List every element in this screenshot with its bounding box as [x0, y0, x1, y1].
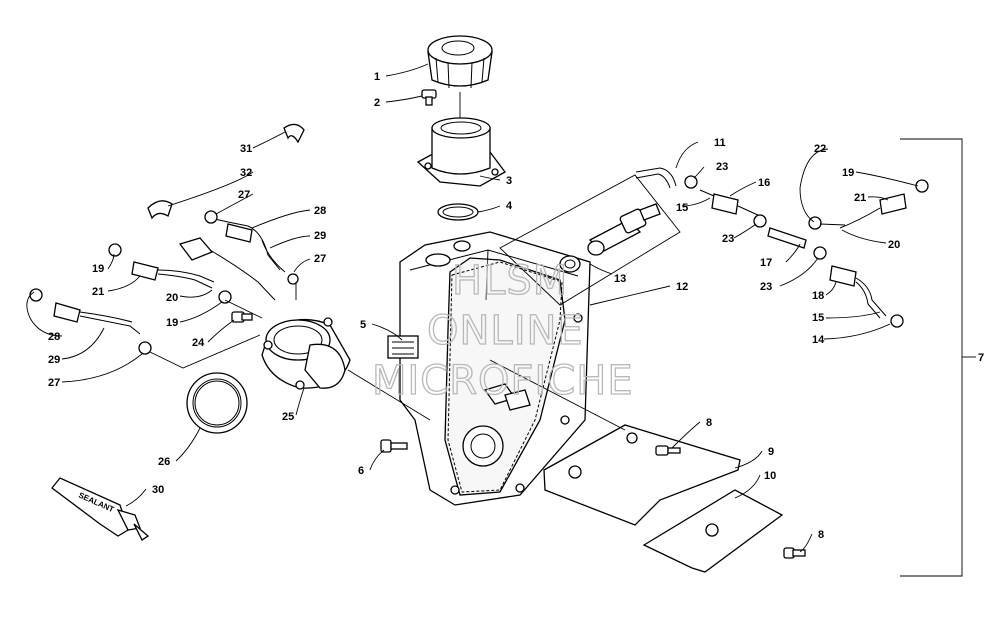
plate-10	[642, 489, 784, 573]
callout-30: 30	[152, 484, 164, 496]
callout-19-left: 19	[92, 263, 104, 275]
callout-11: 11	[714, 137, 726, 149]
callout-31: 31	[240, 143, 252, 155]
watermark-line-2: ONLINE	[427, 308, 584, 354]
callout-27-mid: 27	[314, 253, 326, 265]
callout-17: 17	[760, 257, 772, 269]
callout-18: 18	[812, 290, 824, 302]
callout-29-low: 29	[48, 354, 60, 366]
callout-19-mid: 19	[166, 317, 178, 329]
watermark-line-3: MICROFICHE	[372, 358, 634, 404]
callout-20-right: 20	[888, 239, 900, 251]
gasket-ring	[186, 372, 248, 434]
callout-23-top: 23	[716, 161, 728, 173]
callout-16: 16	[758, 177, 770, 189]
callout-13: 13	[614, 273, 626, 285]
screw-2	[421, 89, 437, 106]
callout-15-upper: 15	[676, 202, 688, 214]
callout-26: 26	[158, 456, 170, 468]
o-ring	[437, 203, 479, 221]
callout-8-upper: 8	[706, 417, 712, 429]
callout-10: 10	[764, 470, 776, 482]
screw-6	[380, 439, 408, 453]
callout-20-left: 20	[166, 292, 178, 304]
plate-9	[543, 424, 741, 526]
leader-lines	[26, 63, 919, 553]
callout-4: 4	[506, 200, 513, 212]
callout-28-top: 28	[314, 205, 326, 217]
callout-21-left: 21	[92, 286, 104, 298]
callout-6: 6	[358, 465, 364, 477]
callout-7: 7	[978, 352, 984, 364]
left-hose-assemblies	[29, 123, 305, 369]
callout-24: 24	[192, 337, 205, 349]
callout-1: 1	[374, 71, 380, 83]
oil-pump	[261, 317, 351, 390]
callout-32: 32	[240, 167, 252, 179]
right-hose-assemblies	[635, 167, 929, 328]
callout-8-lower: 8	[818, 529, 824, 541]
watermark: HLSM ONLINE MICROFICHE	[371, 257, 634, 404]
callout-21-right: 21	[854, 192, 866, 204]
callout-19-right: 19	[842, 167, 854, 179]
callout-29-top: 29	[314, 230, 326, 242]
callout-22: 22	[814, 143, 826, 155]
callout-27-low: 27	[48, 377, 60, 389]
filter-sender	[559, 203, 661, 273]
callout-25: 25	[282, 411, 294, 423]
callout-5: 5	[360, 319, 366, 331]
screw-24	[231, 311, 253, 323]
oil-tank	[387, 231, 591, 506]
sealant-tube: SEALANT	[51, 477, 150, 541]
bracket-7	[900, 138, 963, 577]
screw-8-upper	[655, 445, 681, 456]
callout-numbers: 1 2 3 4 5 6 7 8 8 9 10 11 12 13 14 15 15…	[48, 71, 984, 541]
filler-cap	[427, 35, 493, 89]
callout-2: 2	[374, 97, 380, 109]
callout-12: 12	[676, 281, 688, 293]
watermark-line-1: HLSM	[452, 258, 568, 304]
callout-15-lower: 15	[812, 312, 824, 324]
filler-neck	[416, 117, 506, 187]
callout-23-low: 23	[760, 281, 772, 293]
callout-14: 14	[812, 334, 825, 346]
screw-8-lower	[783, 547, 806, 559]
callout-23-mid: 23	[722, 233, 734, 245]
callout-27-top: 27	[238, 189, 250, 201]
callout-28-low: 28	[48, 331, 60, 343]
callout-9: 9	[768, 446, 774, 458]
callout-3: 3	[506, 175, 512, 187]
